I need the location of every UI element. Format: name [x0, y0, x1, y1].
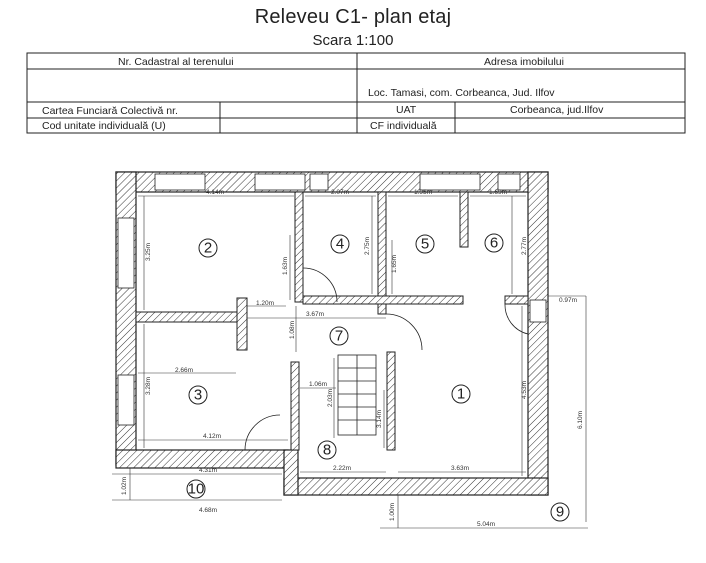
room-4-number: 4 [336, 236, 344, 253]
info-table-grid [26, 52, 686, 134]
room-2-number: 2 [204, 240, 212, 257]
windows [117, 173, 547, 426]
dim-r1-width: 3.63m [451, 465, 469, 472]
page-title: Releveu C1- plan etaj [254, 6, 452, 28]
room-2-marker [198, 238, 218, 258]
carte-funciara-label: Cartea Funciară Colectivă nr. [42, 105, 178, 117]
address-label: Adresa imobilului [484, 56, 564, 68]
dim-r2-width: 4.14m [206, 189, 224, 196]
room-3-number: 3 [194, 387, 202, 404]
room-8-number: 8 [323, 442, 331, 459]
dim-r3-width: 2.66m [175, 367, 193, 374]
room-7-number: 7 [335, 328, 343, 345]
room-3-marker [188, 385, 208, 405]
dim-r3-height: 3.28m [145, 377, 152, 395]
dim-bottom-v2: 1.00m [389, 503, 396, 521]
door-swings [244, 267, 529, 451]
dim-bottom-1: 4.31m [199, 467, 217, 474]
dim-r1-height: 4.53m [521, 381, 528, 399]
dim-r6-width: 1.69m [489, 189, 507, 196]
dim-r4-h2: 2.75m [364, 237, 371, 255]
room-5-number: 5 [421, 236, 429, 253]
room-9-number: 9 [556, 504, 564, 521]
dim-bottom-3: 5.04m [477, 521, 495, 528]
room-6-marker [484, 233, 504, 253]
address-value: Loc. Tamasi, com. Corbeanca, Jud. Ilfov [368, 87, 555, 99]
dim-bottom-v1: 1.02m [121, 477, 128, 495]
cadastral-label: Nr. Cadastral al terenului [118, 56, 234, 68]
uat-value: Corbeanca, jud.Ilfov [510, 104, 604, 116]
room-7-marker [329, 326, 349, 346]
dim-r6-height: 2.77m [521, 237, 528, 255]
room-1-marker [451, 384, 471, 404]
scale-label: Scara 1:100 [312, 32, 394, 49]
dim-stair-height: 2.03m [327, 389, 334, 407]
dim-r8-width: 2.22m [333, 465, 351, 472]
outer-walls [115, 171, 549, 496]
room-9-marker [550, 502, 570, 522]
dim-r3-bottom: 4.12m [203, 433, 221, 440]
dimension-lines [112, 195, 588, 529]
dim-corridor-3: 1.08m [289, 321, 296, 339]
room-markers [186, 233, 570, 522]
room-1-number: 1 [457, 386, 465, 403]
staircase [337, 354, 377, 436]
room-6-number: 6 [490, 235, 498, 252]
room-10-marker [186, 479, 206, 499]
dim-r5-height: 1.65m [391, 255, 398, 273]
dim-stair-2: 3.14m [376, 410, 383, 428]
cf-individuala-label: CF individuală [370, 120, 437, 132]
room-10-number: 10 [188, 481, 205, 498]
room-8-marker [317, 440, 337, 460]
dim-total-height: 6.10m [577, 411, 584, 429]
dim-corridor-1: 1.20m [256, 300, 274, 307]
dim-corridor-2: 3.67m [306, 311, 324, 318]
dim-r4-h1: 1.63m [282, 257, 289, 275]
room-5-marker [415, 234, 435, 254]
interior-walls [135, 191, 529, 451]
room-4-marker [330, 234, 350, 254]
cod-unitate-label: Cod unitate individuală (U) [42, 120, 166, 132]
uat-label: UAT [396, 104, 417, 116]
dim-r4-width: 2.07m [331, 189, 349, 196]
dim-bottom-2: 4.68m [199, 507, 217, 514]
dim-r5-width: 1.95m [414, 189, 432, 196]
dim-balcony: 0.97m [559, 297, 577, 304]
dim-r2-height: 3.25m [145, 243, 152, 261]
dim-stair-width: 1.06m [309, 381, 327, 388]
